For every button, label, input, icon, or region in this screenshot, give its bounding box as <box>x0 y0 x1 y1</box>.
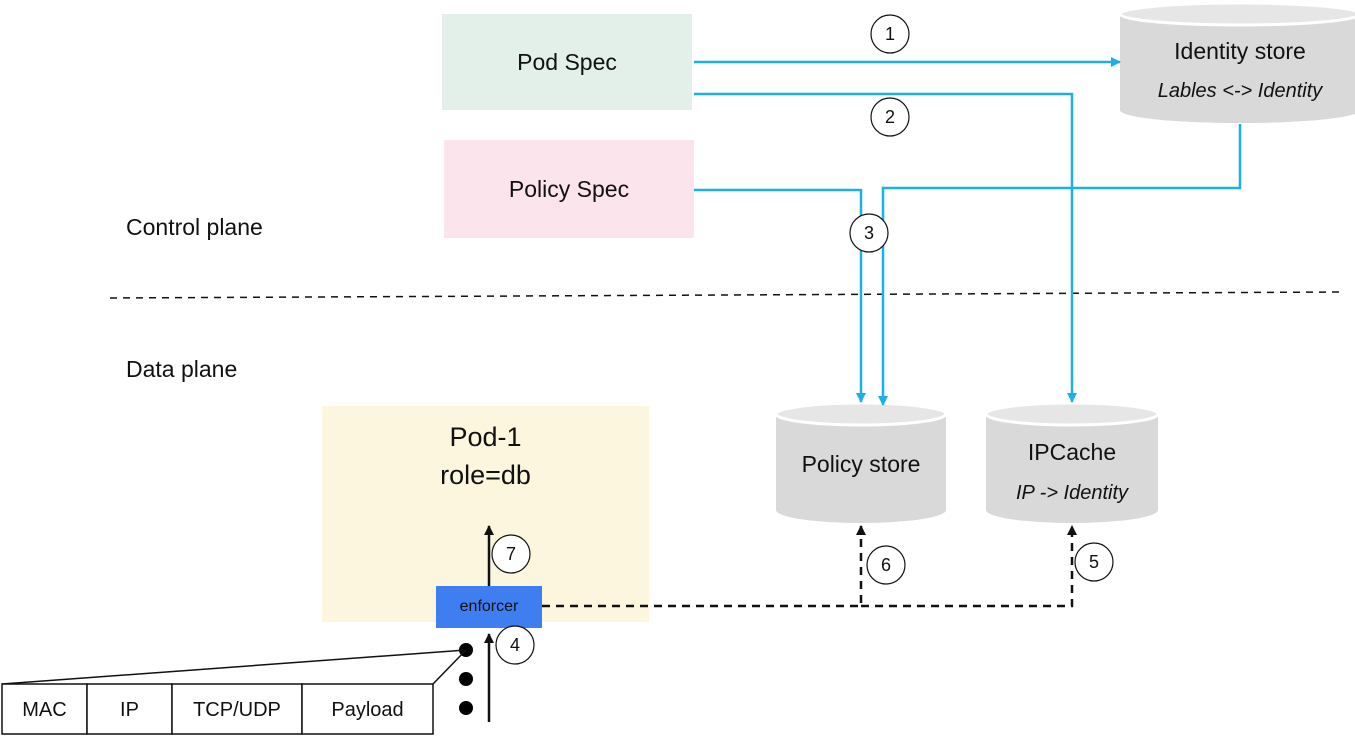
packet-field-mac: MAC <box>22 698 67 721</box>
policy-spec-label: Policy Spec <box>508 175 630 202</box>
packet-dot <box>459 672 473 686</box>
step-number-5: 5 <box>1088 551 1099 572</box>
enforcer-label: enforcer <box>459 598 519 615</box>
step-number-6: 6 <box>880 554 891 575</box>
pod-spec-label: Pod Spec <box>517 48 617 75</box>
step-circle-7 <box>491 534 531 574</box>
identity-store-title: Identity store <box>1174 38 1306 64</box>
packet-field-box <box>301 683 434 735</box>
step-circle-6 <box>866 545 906 585</box>
step-number-3: 3 <box>863 222 874 243</box>
pod1-role: role=db <box>440 460 531 490</box>
policy-store-title: Policy store <box>801 451 921 477</box>
packet-field-payload: Payload <box>331 698 404 721</box>
packet-field-tcp-udp: TCP/UDP <box>193 698 281 721</box>
enforcer-box <box>436 586 542 628</box>
ipcache-cylinder <box>984 401 1160 523</box>
lookup-arrow-5 <box>861 525 1077 608</box>
packet-field-ip: IP <box>120 698 139 721</box>
identity-store-cylinder <box>1118 1 1355 123</box>
pod1-name: Pod-1 <box>449 422 522 452</box>
policy-spec-box <box>444 140 694 238</box>
control-plane-label: Control plane <box>126 214 263 240</box>
policy-store-cylinder <box>774 401 948 523</box>
zoom-line <box>432 649 467 685</box>
data-plane-label: Data plane <box>126 356 238 382</box>
step-circle-4 <box>495 625 535 665</box>
packet-field-box <box>1 683 88 735</box>
step-number-2: 2 <box>884 106 895 127</box>
packet-dot <box>459 701 473 715</box>
step-number-7: 7 <box>505 543 516 564</box>
flow-arrow-3-policy <box>694 188 866 403</box>
zoom-line <box>1 649 467 685</box>
identity-store-subtitle: Lables <-> Identity <box>1157 80 1323 102</box>
plane-divider <box>109 291 1341 299</box>
pod-spec-box <box>442 14 692 110</box>
packet-field-box <box>171 683 303 735</box>
step-number-4: 4 <box>509 634 520 655</box>
step-circle-5 <box>1074 542 1114 582</box>
step-circle-1 <box>870 14 910 54</box>
ipcache-subtitle: IP -> Identity <box>1015 482 1129 504</box>
flow-arrow-2 <box>694 92 1077 403</box>
step-number-1: 1 <box>884 23 895 44</box>
step-circle-2 <box>870 97 910 137</box>
step-circle-3 <box>849 213 889 253</box>
ipcache-title: IPCache <box>1027 439 1117 465</box>
flow-arrow-3-identity <box>878 124 1242 406</box>
